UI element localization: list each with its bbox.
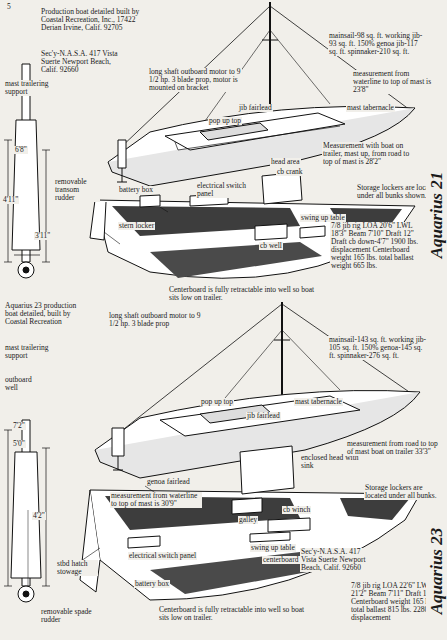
sail-area-note: mainsail-98 sq. ft. working jib-93 sq. f…: [328, 32, 426, 56]
dimension-label: 7'2": [12, 422, 26, 430]
part-label: cb well: [259, 242, 283, 250]
part-label: head area: [270, 158, 301, 166]
dimension-label: 3'11": [34, 232, 51, 240]
part-label: battery box: [134, 580, 170, 588]
mast: [269, 2, 271, 114]
part-label: mast tabernacle: [346, 104, 395, 112]
dimension-label: 6'8": [14, 146, 28, 154]
part-label: mast trailering support: [4, 344, 62, 360]
spec-note: 7/8 jib rig LOA 20'6" LWL 18'3" Beam 7'1…: [330, 222, 428, 270]
part-label: electrical switch panel: [128, 552, 197, 560]
part-label: pop up top: [208, 117, 242, 125]
note-text: Centerboard is fully retractable into we…: [158, 606, 310, 622]
measurement-note: Measurement with boat on trailer, mast u…: [322, 142, 420, 166]
sail-area-note: mainsail-143 sq. ft. working jib-105 sq.…: [328, 336, 428, 360]
address-note: Sec'y-N.A.S.A. 417 Vista Suerte Newport …: [300, 548, 374, 572]
dimension-label: 4'2": [32, 512, 46, 520]
part-label: enclosed head with sink: [300, 454, 362, 470]
part-label: long shaft outboard motor to 9 1/2 hp. 3…: [108, 312, 204, 328]
part-label: jib fairlead: [246, 412, 281, 420]
part-label: stbd hatch stowage: [56, 560, 98, 576]
part-label: cb crank: [276, 168, 304, 176]
measurement-note: measurement from waterline to top of mas…: [352, 70, 440, 94]
page-number: 5: [6, 3, 12, 11]
part-label: mast tabernacle: [294, 398, 343, 406]
boat-title: Aquarius 23: [426, 516, 447, 626]
measurement-note: measurement from waterline to top of mas…: [110, 492, 202, 508]
part-label: swing up table: [250, 544, 296, 552]
part-label: swing up table: [300, 214, 346, 222]
boat-title: Aquarius 21: [426, 160, 447, 270]
part-label: removable transom rudder: [54, 178, 100, 202]
part-label: pop up top: [200, 398, 234, 406]
part-label: long shaft outboard motor to 9 1/2 hp. 3…: [148, 68, 242, 92]
builder-note: Production boat detailed built by Coasta…: [40, 8, 154, 32]
dimension-label: 5'0": [12, 440, 26, 448]
dimension-label: 4'11": [2, 196, 19, 204]
part-label: outboard well: [4, 376, 46, 392]
part-label: cb winch: [282, 506, 311, 514]
measurement-note: measurement from road to top of mast boa…: [346, 440, 442, 456]
address-note: Sec'y-N.A.S.A. 417 Vista Suerte Newport …: [40, 50, 120, 74]
part-label: stern locker: [118, 222, 155, 230]
note-text: Storage lockers are located under all bu…: [364, 484, 442, 500]
part-label: electrical switch panel: [196, 182, 254, 198]
note-text: Centerboard is fully retractable into we…: [168, 286, 320, 302]
part-label: jib fairlead: [238, 104, 273, 112]
part-label: galley: [238, 516, 258, 524]
part-label: genoa fairlead: [146, 478, 191, 486]
part-label: mast trailering support: [4, 80, 64, 96]
builder-note: Aquarius 23 production boat detailed, bu…: [4, 302, 92, 326]
part-label: removable spade rudder: [40, 608, 96, 624]
part-label: battery box: [118, 186, 154, 194]
